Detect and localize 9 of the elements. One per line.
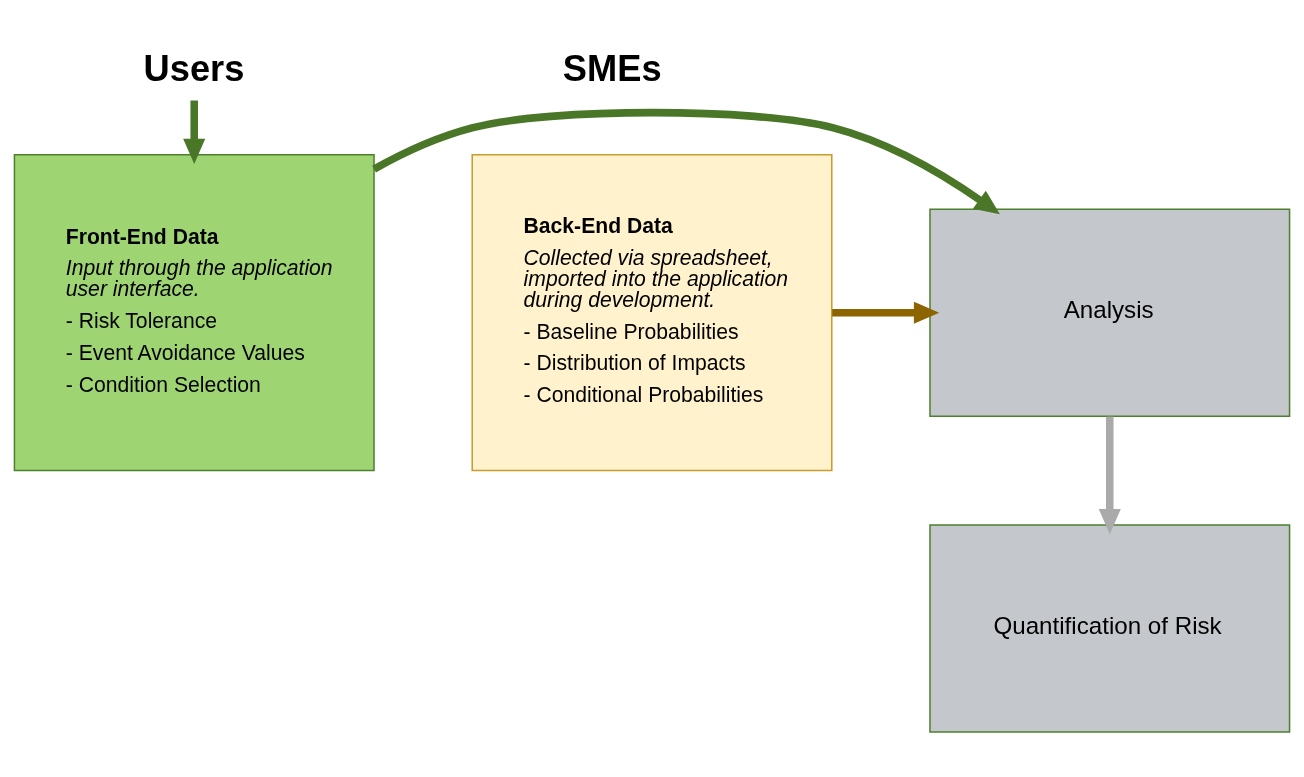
node-text: Users	[143, 47, 245, 89]
node-box: Front-End Data Input through the application user interface. - Risk Tolerance - Event Avoidance Values - Condition Selection	[13, 153, 375, 471]
arrow	[832, 301, 940, 324]
node-box: Analysis	[929, 207, 1291, 417]
node-box: Quantification of Risk	[929, 523, 1291, 733]
node-box: Back-End Data Collected via spreadsheet, imported into the application during development. - Baseline Probabilities - Distribution of Impacts - Conditional Probabilities	[471, 153, 833, 471]
arrow	[372, 108, 1000, 214]
node-text: SMEs	[562, 47, 662, 89]
arrow	[1098, 416, 1121, 534]
